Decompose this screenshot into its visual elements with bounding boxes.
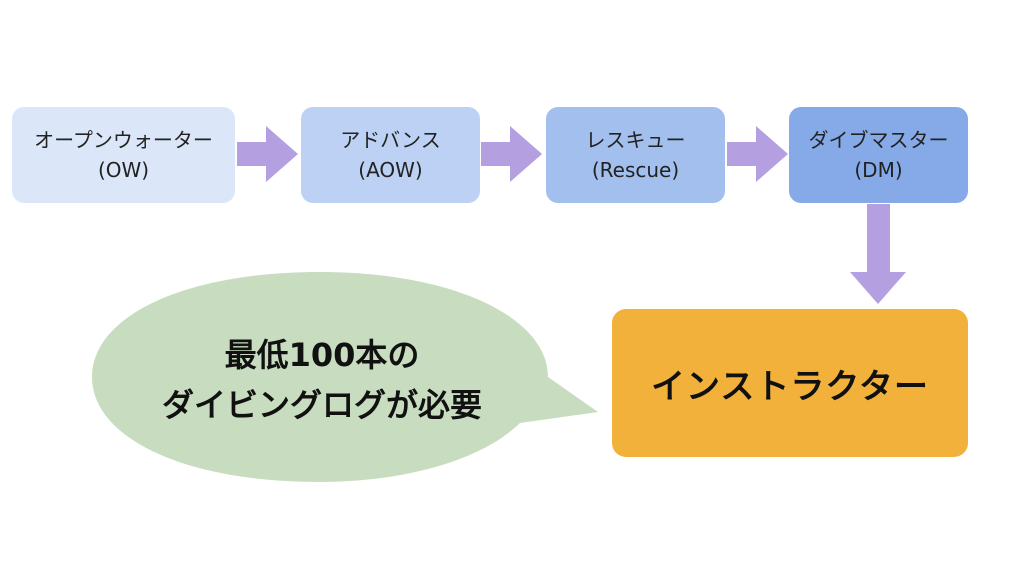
step-box-dm: ダイブマスター (DM) [789,107,968,203]
arrow-ow-to-aow [237,126,298,182]
step-abbr: (DM) [854,158,903,182]
goal-box-instructor: インストラクター [612,309,968,457]
step-name: ダイブマスター [808,128,949,152]
step-abbr: (Rescue) [591,158,680,182]
step-abbr: (AOW) [358,158,423,182]
step-box-ow: オープンウォーター (OW) [12,107,235,203]
speech-bubble-text: 最低100本の ダイビングログが必要 [112,330,532,430]
bubble-line-1: 最低100本の [224,336,420,374]
step-abbr: (OW) [97,158,150,182]
bubble-line-2: ダイビングログが必要 [161,386,482,424]
step-box-aow: アドバンス (AOW) [301,107,480,203]
step-name: オープンウォーター [34,128,213,152]
goal-label: インストラクター [651,366,929,407]
step-name: レスキュー [585,128,686,152]
step-name: アドバンス [340,128,441,152]
arrow-aow-to-rescue [481,126,542,182]
arrow-dm-to-instructor [850,204,906,304]
arrow-rescue-to-dm [727,126,788,182]
step-box-rescue: レスキュー (Rescue) [546,107,725,203]
